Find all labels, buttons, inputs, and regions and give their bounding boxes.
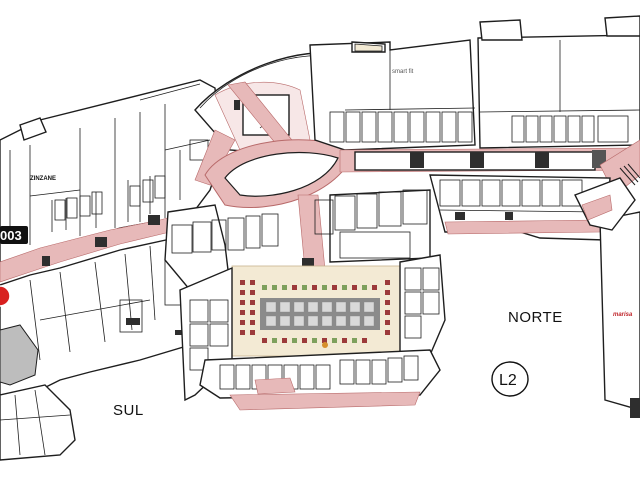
store-label-zinzane: ZINZANE bbox=[30, 176, 56, 182]
store-badge[interactable] bbox=[0, 226, 28, 244]
level-label: L2 bbox=[499, 372, 517, 389]
northeast-stores bbox=[429, 174, 640, 411]
top-right-block bbox=[309, 15, 640, 151]
store-marker[interactable]: 003 bbox=[0, 226, 28, 307]
store-label-marisa: marisa bbox=[613, 312, 633, 318]
zone-label-sul: SUL bbox=[113, 402, 144, 419]
zone-labels: SUL NORTE ZINZANE smart fit marisa bbox=[30, 69, 633, 419]
store-label-smart-fit: smart fit bbox=[392, 69, 414, 75]
zone-label-norte: NORTE bbox=[508, 309, 563, 326]
food-court-ring bbox=[179, 254, 446, 411]
store-badge-number: 003 bbox=[0, 228, 22, 243]
food-court bbox=[231, 265, 401, 357]
center-stores bbox=[164, 189, 431, 291]
south-wing bbox=[0, 79, 221, 461]
level-indicator: L2 bbox=[491, 361, 529, 397]
location-pin-icon[interactable] bbox=[0, 285, 11, 307]
